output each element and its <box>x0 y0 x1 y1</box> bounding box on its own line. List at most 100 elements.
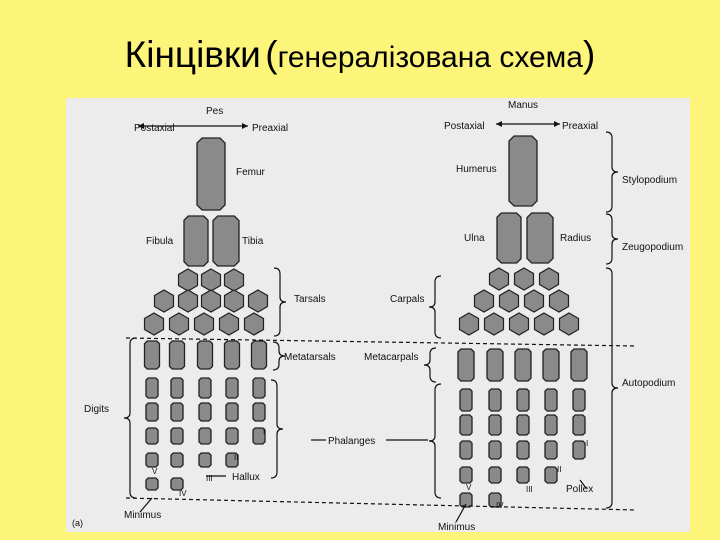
pes-phalanx-1-4 <box>170 477 184 491</box>
manus-axis-arrow-left <box>496 121 502 127</box>
manus-phalanx-1-3 <box>488 466 502 484</box>
manus-minimus-connector <box>455 503 467 523</box>
manus-phalanx-3-1 <box>544 414 558 436</box>
pes-numeral-II: II <box>234 453 238 462</box>
slide-title-paren-close: ) <box>582 34 596 75</box>
manus-numeral-III: III <box>526 485 533 494</box>
manus-axis-arrow-right <box>554 121 560 127</box>
zeugopodium-brace <box>605 213 619 265</box>
radius-label: Radius <box>560 233 591 244</box>
metatarsal-0 <box>143 340 161 370</box>
tarsal-row2-4 <box>247 289 269 313</box>
pes-phalanx-1-0 <box>170 377 184 399</box>
manus-phalanx-2-0 <box>516 388 530 412</box>
limb-diagram: Pes Postaxial Preaxial Femur Fibula Tibi… <box>72 100 683 533</box>
pes-phalanx-0-3 <box>145 452 159 468</box>
manus-phalanx-0-0 <box>459 388 473 412</box>
fibula-bone <box>183 215 209 267</box>
hallux-label: Hallux <box>232 472 260 483</box>
carpal-row3-3 <box>533 312 555 336</box>
pes-phalanx-2-1 <box>198 402 212 422</box>
pes-phalanx-1-3 <box>170 452 184 468</box>
metacarpal-2 <box>514 348 532 382</box>
metatarsal-4 <box>250 340 268 370</box>
pes-numeral-III: III <box>206 474 213 483</box>
slide-title: Кінцівки (генералізована схема) <box>0 34 720 76</box>
metatarsal-3 <box>223 340 241 370</box>
carpal-row3-4 <box>558 312 580 336</box>
manus-minimus-label: Minimus <box>438 522 475 532</box>
tibia-bone <box>212 215 240 267</box>
metacarpal-1 <box>486 348 504 382</box>
tarsal-row2-3 <box>223 289 245 313</box>
femur-label: Femur <box>236 167 266 178</box>
pes-label: Pes <box>206 106 223 117</box>
tarsal-row3-3 <box>218 312 240 336</box>
tarsals-label: Tarsals <box>294 294 326 305</box>
pes-phalanx-4-0 <box>252 377 266 399</box>
carpal-row2-1 <box>498 289 520 313</box>
manus-phalanx-3-3 <box>544 466 558 484</box>
manus-label: Manus <box>508 100 538 111</box>
manus-phalanx-0-1 <box>459 414 473 436</box>
tarsal-row1-2 <box>223 268 245 292</box>
pes-axis-arrow-left <box>138 123 144 129</box>
tarsal-row2-0 <box>153 289 175 313</box>
manus-numeral-V: V <box>466 483 472 492</box>
pes-phalanx-3-2 <box>225 427 239 445</box>
slide-title-main: Кінцівки <box>124 34 261 75</box>
humerus-bone <box>508 135 538 207</box>
slide-title-subtitle: генералізована схема <box>277 41 583 74</box>
manus-numeral-IV: IV <box>496 501 504 510</box>
carpals-brace <box>428 275 442 339</box>
pes-phalanx-0-2 <box>145 427 159 445</box>
pes-axis-arrow-right <box>242 123 248 129</box>
dashed-line-upper <box>125 337 637 347</box>
manus-phalanx-1-2 <box>488 440 502 460</box>
pes-phalanx-0-1 <box>145 402 159 422</box>
carpal-row3-2 <box>508 312 530 336</box>
pes-numeral-I: I <box>263 427 265 436</box>
manus-preaxial-label: Preaxial <box>562 121 598 132</box>
tarsal-row2-2 <box>200 289 222 313</box>
femur-bone <box>196 137 226 211</box>
manus-phalanx-0-2 <box>459 440 473 460</box>
carpal-row3-1 <box>483 312 505 336</box>
manus-phalanx-4-1 <box>572 414 586 436</box>
carpal-row2-2 <box>523 289 545 313</box>
ulna-label: Ulna <box>464 233 485 244</box>
manus-phalanx-4-0 <box>572 388 586 412</box>
digits-brace <box>123 337 137 499</box>
pes-numeral-IV: IV <box>179 489 187 498</box>
humerus-label: Humerus <box>456 164 497 175</box>
pes-phalanx-4-1 <box>252 402 266 422</box>
manus-numeral-I: I <box>586 439 588 448</box>
limb-diagram-figure: Pes Postaxial Preaxial Femur Fibula Tibi… <box>66 98 690 533</box>
carpal-row2-0 <box>473 289 495 313</box>
tarsal-row3-1 <box>168 312 190 336</box>
zeugopodium-label: Zeugopodium <box>622 242 683 253</box>
tarsal-row3-0 <box>143 312 165 336</box>
carpal-row1-0 <box>488 267 510 291</box>
tibia-label: Tibia <box>242 236 264 247</box>
pes-minimus-label: Minimus <box>124 510 161 521</box>
pes-postaxial-label: Postaxial <box>134 123 175 134</box>
tarsals-brace <box>273 267 287 337</box>
pes-phalanx-3-0 <box>225 377 239 399</box>
metatarsal-1 <box>168 340 186 370</box>
ulna-bone <box>496 212 522 264</box>
manus-phalanx-3-2 <box>544 440 558 460</box>
autopodium-label: Autopodium <box>622 378 675 389</box>
annotation-lines <box>123 121 637 523</box>
manus-phalanx-0-4 <box>459 492 473 508</box>
metatarsals-brace <box>272 341 286 371</box>
pes-numeral-V: V <box>152 467 158 476</box>
digits-label: Digits <box>84 404 109 415</box>
manus-phalanx-0-3 <box>459 466 473 484</box>
pes-phalanx-0-0 <box>145 377 159 399</box>
manus-phalanges-brace <box>428 383 442 499</box>
metacarpal-4 <box>570 348 588 382</box>
bones-layer <box>143 135 588 508</box>
pes-phalanx-2-2 <box>198 427 212 445</box>
manus-phalanx-3-0 <box>544 388 558 412</box>
